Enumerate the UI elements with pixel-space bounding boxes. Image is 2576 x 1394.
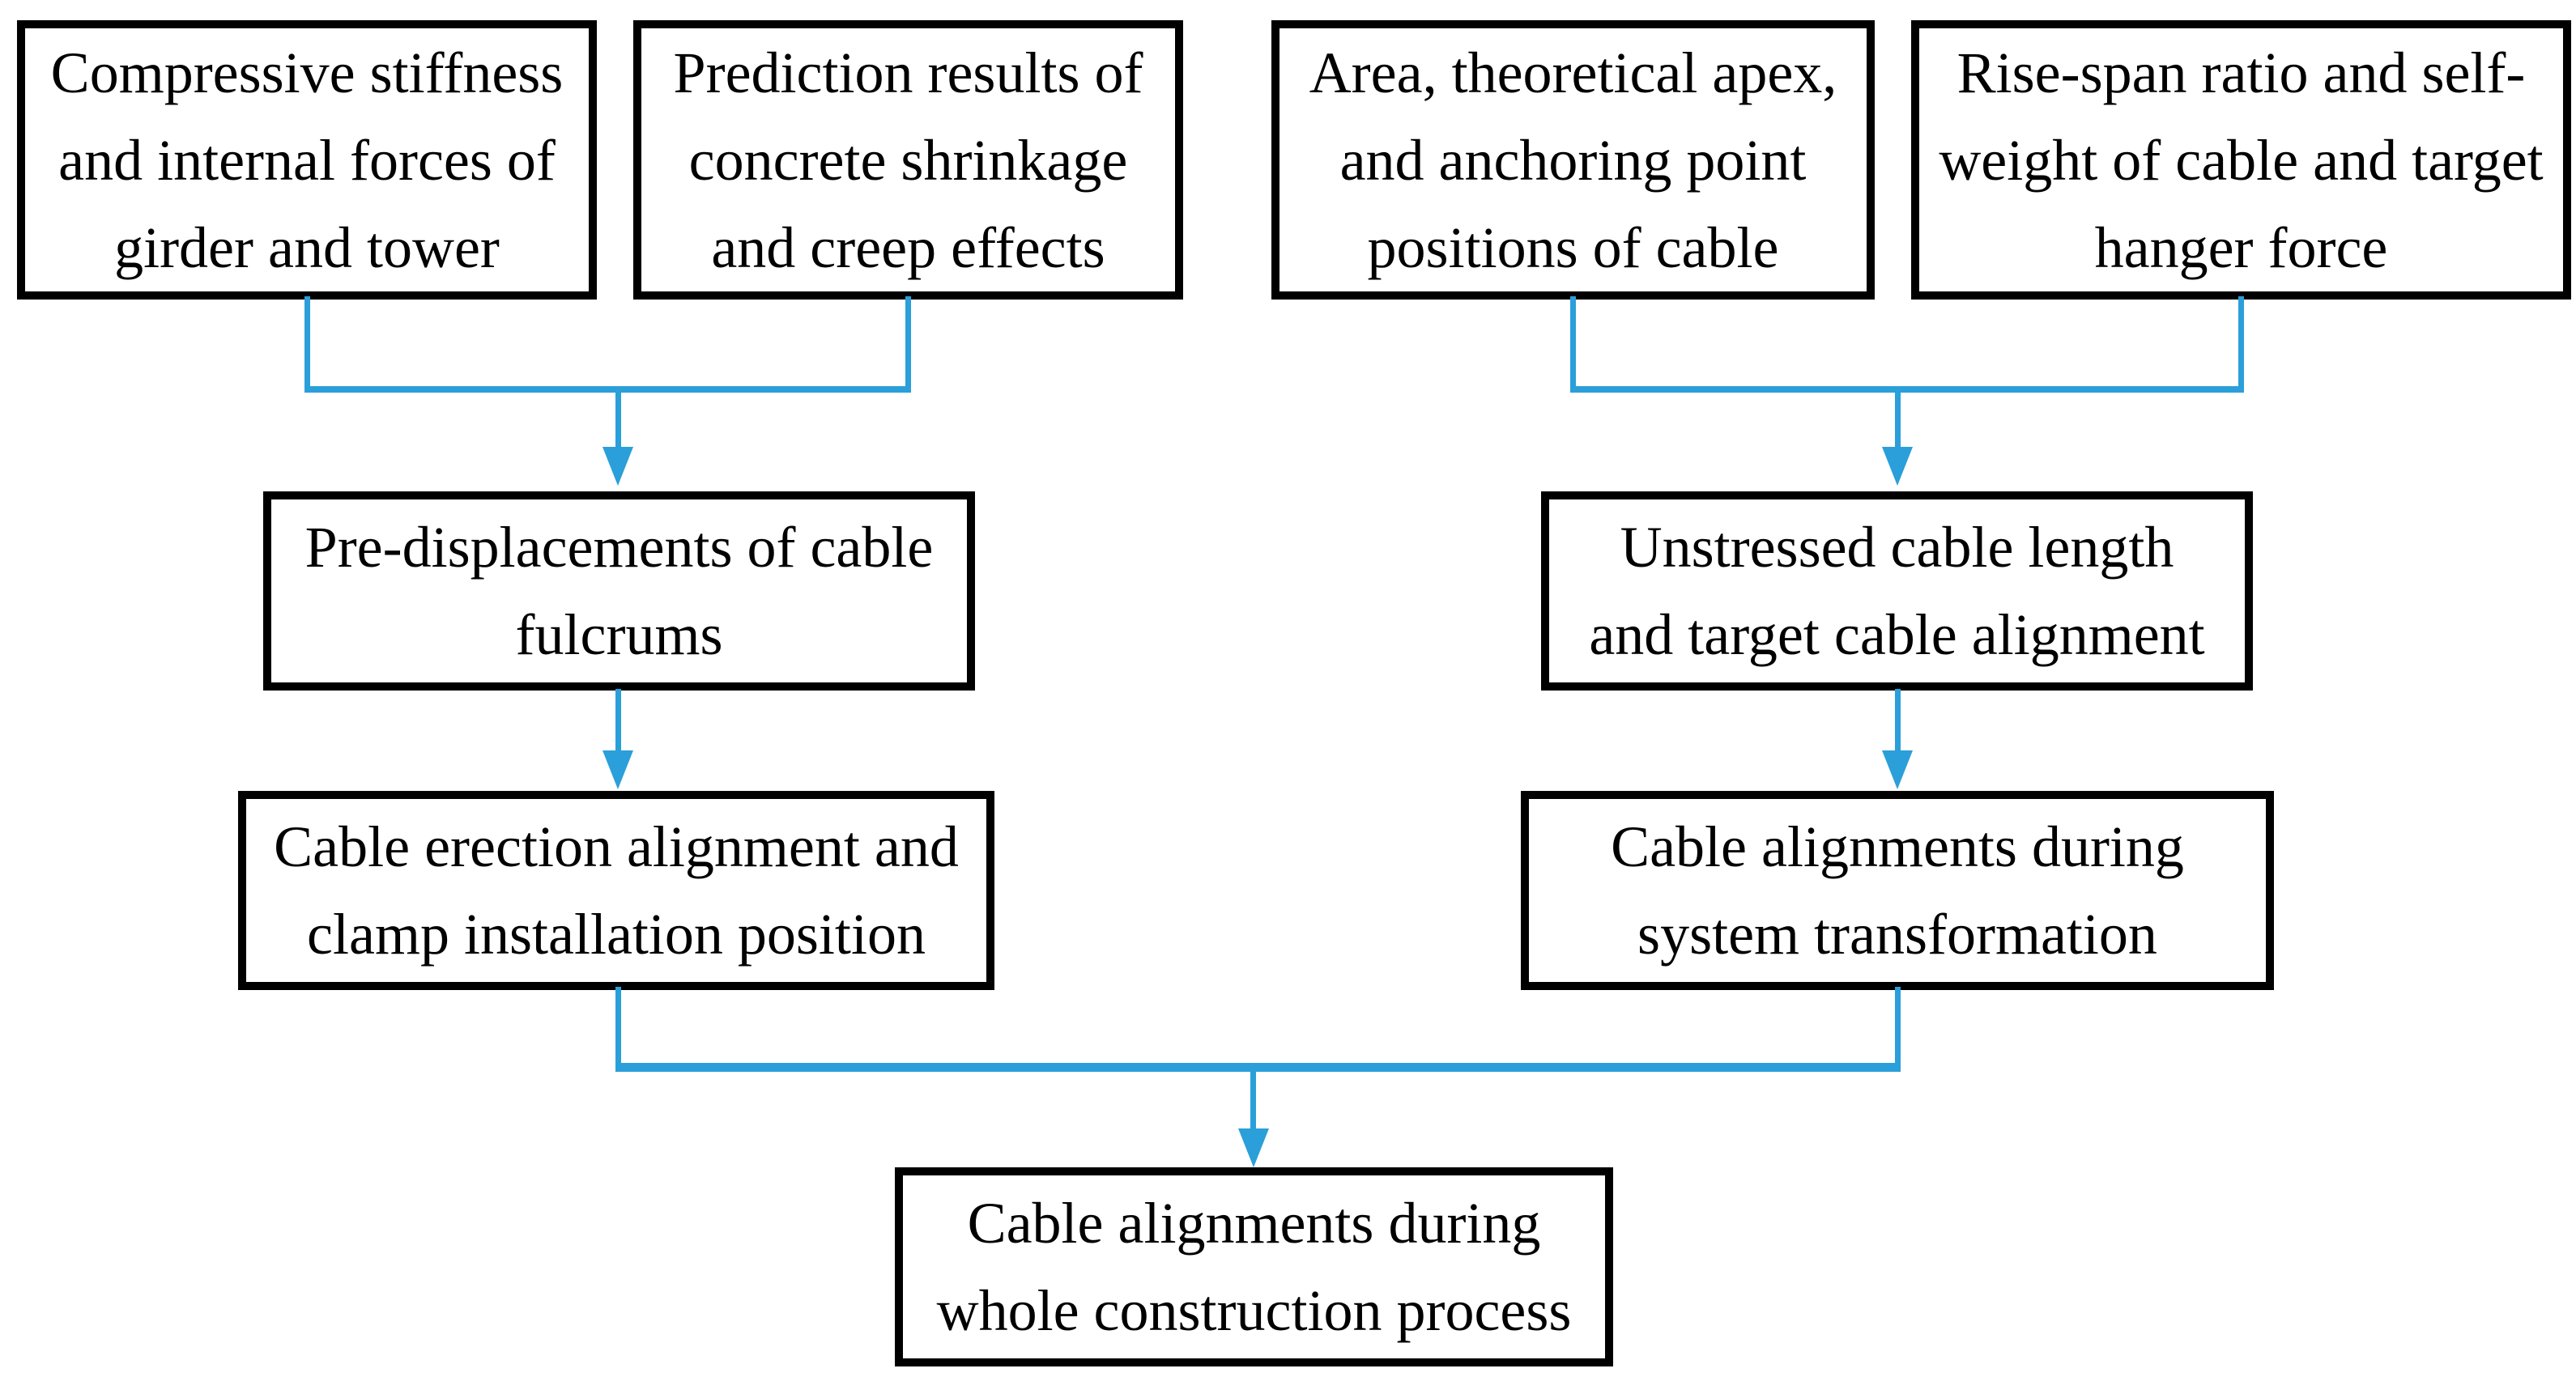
box-area-apex-anchoring-label: Area, theoretical apex, and anchoring po…	[1309, 40, 1837, 280]
connector-drop-right-group	[1895, 391, 1901, 450]
down-arrowhead-erection	[602, 750, 633, 789]
connector-stub-area	[1570, 296, 1576, 393]
down-arrowhead-whole-process	[1238, 1128, 1269, 1167]
connector-join-left-group	[304, 386, 911, 393]
box-unstressed-cable-length-label: Unstressed cable length and target cable…	[1589, 515, 2205, 667]
box-system-transformation-label: Cable alignments during system transform…	[1611, 814, 2184, 967]
box-whole-construction-process-label: Cable alignments during whole constructi…	[936, 1191, 1572, 1343]
connector-stub-erection	[615, 987, 621, 1069]
down-arrowhead-left-group	[602, 447, 633, 486]
box-cable-erection-alignment: Cable erection alignment and clamp insta…	[238, 791, 994, 990]
box-area-apex-anchoring: Area, theoretical apex, and anchoring po…	[1271, 20, 1875, 300]
connector-unstressed-to-transformation	[1895, 689, 1901, 754]
box-rise-span-self-weight: Rise-span ratio and self- weight of cabl…	[1911, 20, 2571, 300]
box-unstressed-cable-length: Unstressed cable length and target cable…	[1541, 491, 2253, 691]
box-shrinkage-creep-label: Prediction results of concrete shrinkage…	[673, 40, 1143, 280]
connector-drop-left-group	[615, 391, 621, 450]
connector-stub-shrinkage	[905, 296, 911, 393]
box-shrinkage-creep: Prediction results of concrete shrinkage…	[633, 20, 1183, 300]
down-arrowhead-right-group	[1882, 447, 1913, 486]
connector-stub-compressive	[304, 296, 310, 393]
box-system-transformation: Cable alignments during system transform…	[1521, 791, 2274, 990]
down-arrowhead-transformation	[1882, 750, 1913, 789]
box-whole-construction-process: Cable alignments during whole constructi…	[895, 1167, 1613, 1366]
connector-stub-transformation	[1895, 987, 1901, 1069]
box-compressive-stiffness-label: Compressive stiffness and internal force…	[50, 40, 564, 280]
box-pre-displacements-label: Pre-displacements of cable fulcrums	[304, 515, 934, 667]
connector-pre-displacements-to-erection	[615, 689, 621, 754]
connector-join-bottom	[615, 1063, 1901, 1072]
connector-join-right-group	[1570, 386, 2244, 393]
box-cable-erection-alignment-label: Cable erection alignment and clamp insta…	[274, 814, 959, 967]
box-compressive-stiffness: Compressive stiffness and internal force…	[17, 20, 597, 300]
connector-drop-bottom	[1250, 1070, 1256, 1132]
box-rise-span-self-weight-label: Rise-span ratio and self- weight of cabl…	[1939, 40, 2544, 280]
box-pre-displacements: Pre-displacements of cable fulcrums	[263, 491, 975, 691]
connector-stub-rise-span	[2238, 296, 2244, 393]
